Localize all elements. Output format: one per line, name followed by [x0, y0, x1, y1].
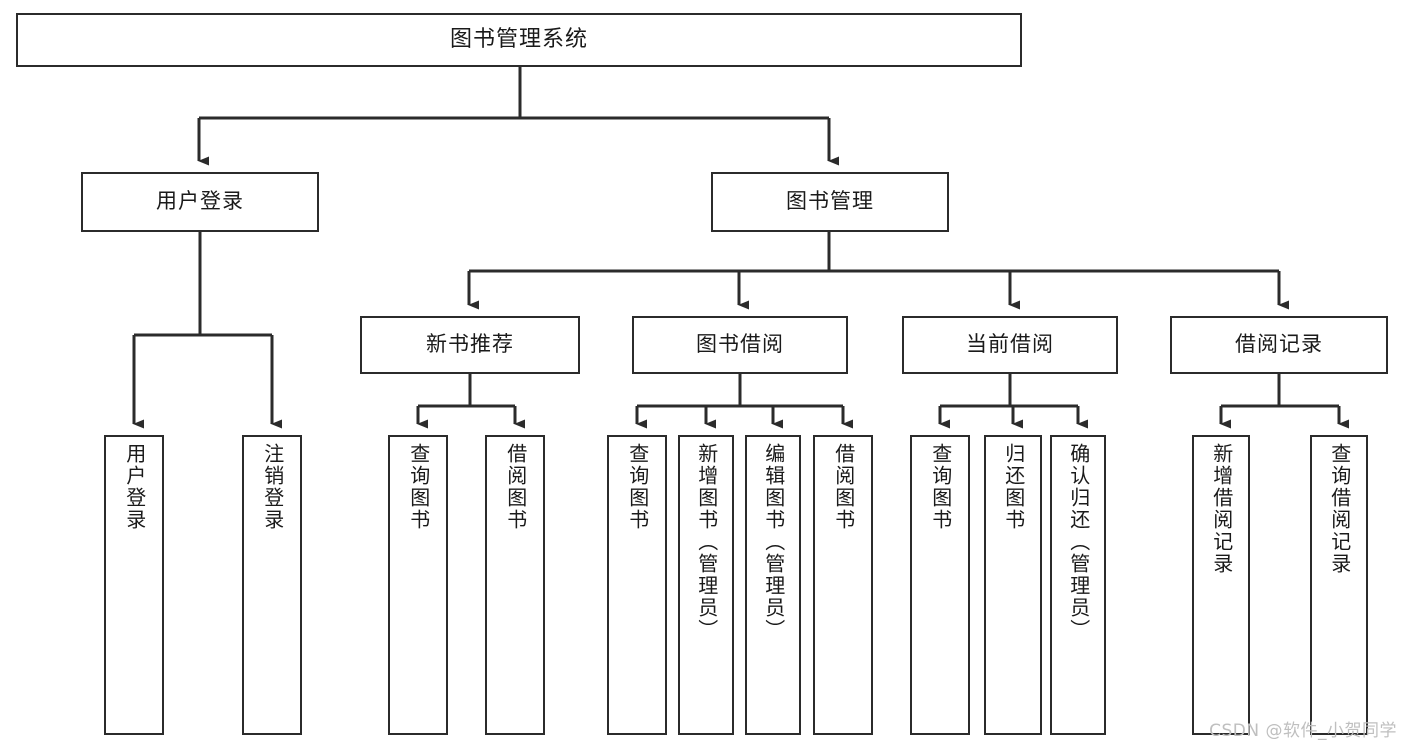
node-book-borrow[interactable]: 图书借阅	[632, 316, 848, 374]
node-leaf-query-book-cur[interactable]: 查询图书	[910, 435, 970, 735]
node-leaf-borrow-book[interactable]: 借阅图书	[813, 435, 873, 735]
node-leaf-add-book-admin[interactable]: 新增图书（管理员）	[678, 435, 734, 735]
node-label: 借阅记录	[1235, 332, 1323, 357]
node-leaf-return-book[interactable]: 归还图书	[984, 435, 1042, 735]
node-user-login[interactable]: 用户登录	[81, 172, 319, 232]
node-label: 图书管理	[786, 189, 874, 214]
node-book-manage[interactable]: 图书管理	[711, 172, 949, 232]
node-label: 归还图书	[1001, 443, 1026, 531]
node-label: 新增图书（管理员）	[694, 443, 719, 641]
node-leaf-user-login[interactable]: 用户登录	[104, 435, 164, 735]
node-label: 图书管理系统	[449, 26, 588, 52]
node-leaf-query-book-rec[interactable]: 查询图书	[388, 435, 448, 735]
node-label: 查询借阅记录	[1327, 443, 1352, 575]
node-leaf-confirm-return-admin[interactable]: 确认归还（管理员）	[1050, 435, 1106, 735]
node-leaf-query-book-borrow[interactable]: 查询图书	[607, 435, 667, 735]
node-label: 用户登录	[122, 443, 147, 531]
node-label: 查询图书	[625, 443, 650, 531]
node-root-图书管理系统[interactable]: 图书管理系统	[16, 13, 1022, 67]
node-current-borrow[interactable]: 当前借阅	[902, 316, 1118, 374]
node-label: 查询图书	[928, 443, 953, 531]
node-label: 注销登录	[260, 443, 285, 531]
node-label: 查询图书	[406, 443, 431, 531]
node-label: 图书借阅	[696, 332, 784, 357]
node-label: 编辑图书（管理员）	[761, 443, 786, 641]
edges-group	[132, 67, 1349, 429]
node-leaf-edit-book-admin[interactable]: 编辑图书（管理员）	[745, 435, 801, 735]
node-leaf-user-logout[interactable]: 注销登录	[242, 435, 302, 735]
node-borrow-record[interactable]: 借阅记录	[1170, 316, 1388, 374]
node-label: 新增借阅记录	[1209, 443, 1234, 575]
node-leaf-add-borrow-record[interactable]: 新增借阅记录	[1192, 435, 1250, 735]
node-leaf-query-borrow-record[interactable]: 查询借阅记录	[1310, 435, 1368, 735]
node-label: 当前借阅	[966, 332, 1054, 357]
node-label: 用户登录	[156, 189, 244, 214]
node-leaf-borrow-book-rec[interactable]: 借阅图书	[485, 435, 545, 735]
node-new-book-recommend[interactable]: 新书推荐	[360, 316, 580, 374]
node-label: 新书推荐	[426, 332, 514, 357]
node-label: 借阅图书	[503, 443, 528, 531]
node-label: 借阅图书	[831, 443, 856, 531]
node-label: 确认归还（管理员）	[1066, 443, 1091, 641]
